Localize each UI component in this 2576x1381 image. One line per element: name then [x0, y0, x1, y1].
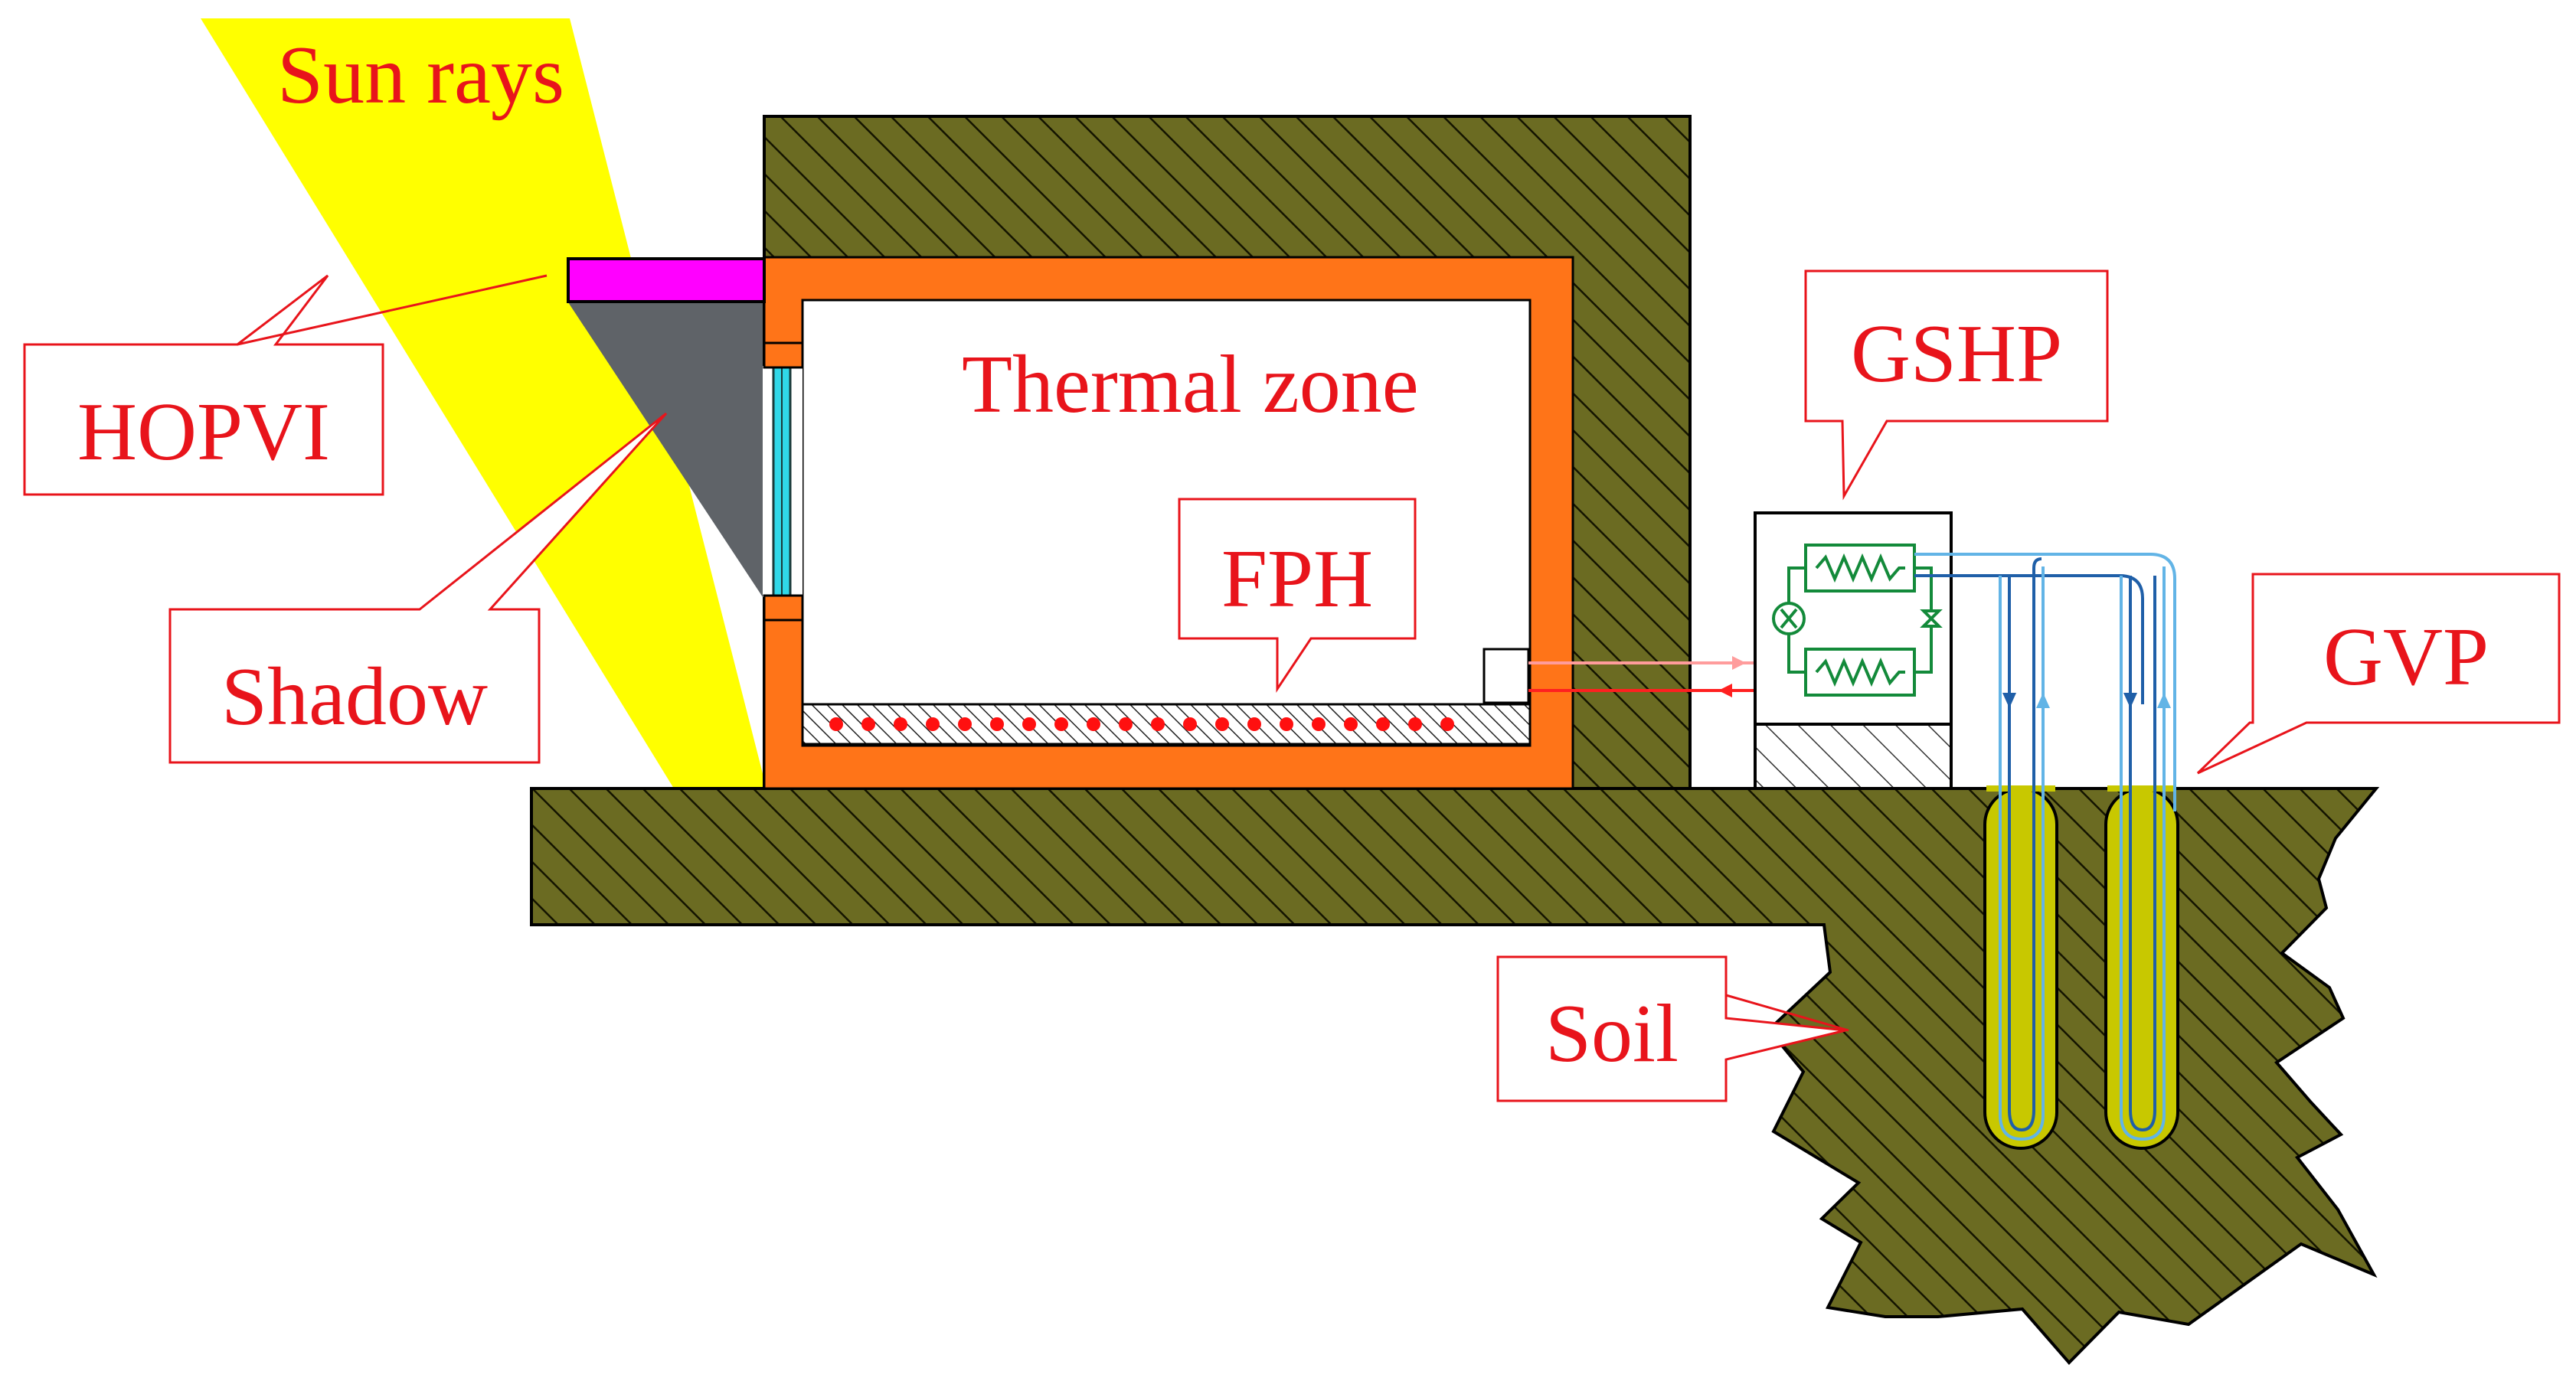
callout-shadow: Shadow: [168, 412, 668, 764]
fph-pipes: [829, 717, 1454, 731]
callout-soil: Soil: [1496, 955, 1849, 1102]
label-thermal-zone: Thermal zone: [962, 339, 1419, 430]
gshp-refrigerant-circuit: [1772, 544, 1943, 697]
hopvi-panel: [567, 257, 766, 303]
callout-hopvi: HOPVI: [23, 274, 548, 496]
label-sun-rays: Sun rays: [277, 30, 564, 121]
manifold-box: [1483, 648, 1530, 704]
label-soil: Soil: [1545, 988, 1679, 1079]
shadow-area: [568, 302, 766, 602]
label-fph: FPH: [1221, 534, 1373, 625]
label-hopvi: HOPVI: [77, 387, 330, 478]
label-shadow: Shadow: [221, 651, 488, 743]
label-gvp: GVP: [2323, 612, 2489, 703]
sun-rays-band: [201, 18, 767, 788]
borehole-right: [2104, 787, 2179, 1150]
callout-gshp: GSHP: [1804, 269, 2109, 501]
ground-slab: [530, 787, 2380, 1365]
window-frame-bottom: [763, 594, 804, 622]
fph-connection-pipes: [1528, 656, 1796, 697]
window-frame-top: [763, 341, 804, 369]
ground-loop-pipes: [1914, 553, 2176, 1141]
label-gshp: GSHP: [1851, 309, 2062, 400]
callout-fph: FPH: [1178, 498, 1417, 693]
gshp-base: [1754, 723, 1953, 790]
borehole-left: [1983, 787, 2058, 1150]
callout-gvp: GVP: [2196, 573, 2561, 775]
